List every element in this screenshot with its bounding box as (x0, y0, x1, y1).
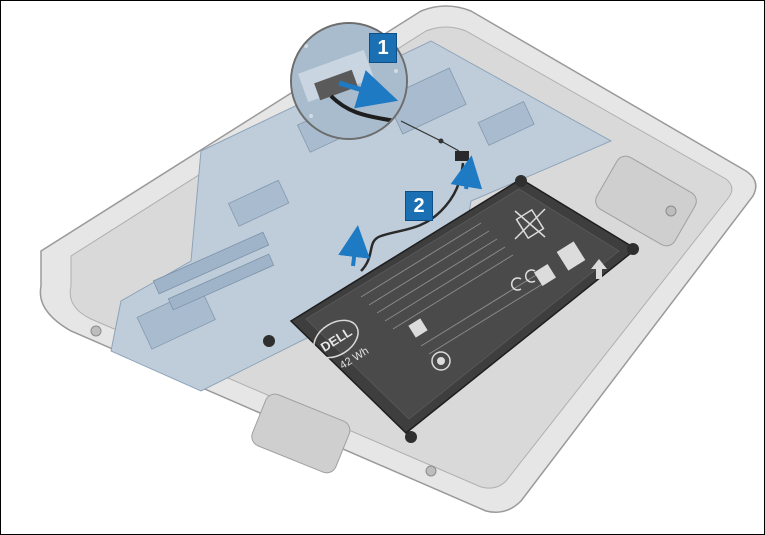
qr-code-icon (408, 318, 428, 338)
step-2-callout: 2 (405, 191, 433, 221)
qr-code-icon (533, 263, 557, 287)
battery-label (305, 188, 620, 420)
battery-warning-icon (556, 241, 586, 271)
arrow-up-icon (591, 259, 607, 279)
battery-connector (455, 151, 469, 161)
lift-arrow-right (450, 155, 483, 190)
dell-logo-badge (313, 319, 359, 359)
weee-bin-icon (514, 208, 546, 240)
battery-tab (515, 175, 527, 187)
right-speaker (595, 155, 697, 247)
disconnect-arrow (338, 70, 399, 109)
ce-mark-icon (511, 269, 536, 291)
recycle-icon (431, 351, 451, 371)
ribbon-cables (152, 231, 275, 311)
battery: DELL 42 Wh (263, 175, 639, 443)
motherboard-components (136, 67, 535, 350)
battery-tab (263, 335, 275, 347)
screw-hole (90, 325, 102, 337)
lift-arrow-left (338, 225, 370, 267)
battery-tab (627, 243, 639, 255)
screw-hole (425, 465, 437, 477)
leader-dot (438, 138, 444, 144)
screw-hole (665, 205, 677, 217)
battery-tab (405, 431, 417, 443)
step-1-callout: 1 (369, 33, 397, 63)
bottom-speaker (251, 393, 351, 474)
battery-fine-print (360, 222, 550, 355)
